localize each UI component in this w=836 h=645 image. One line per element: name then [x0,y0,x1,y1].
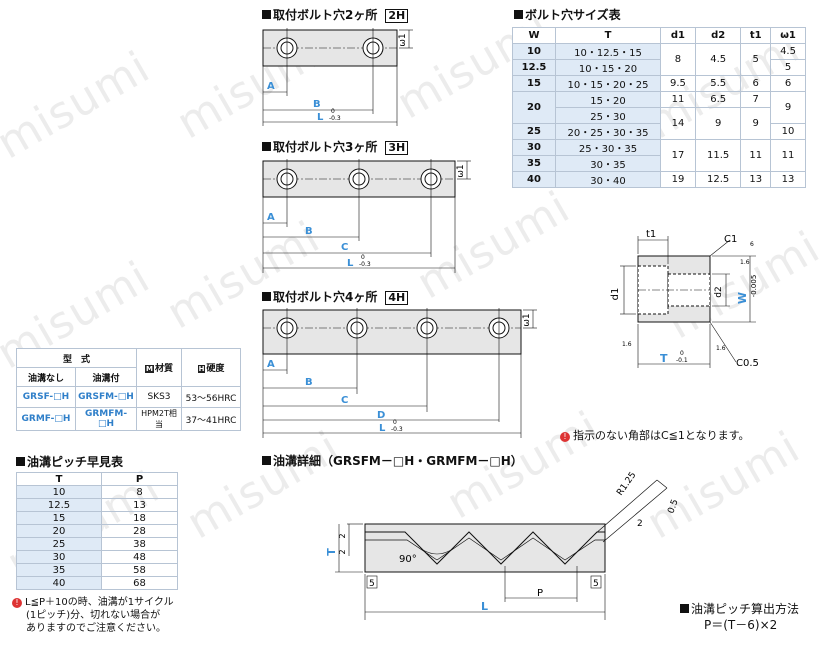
svg-text:1.6: 1.6 [740,259,750,266]
svg-text:1.6: 1.6 [716,345,726,352]
corner-note: !指示のない角部はC≦1となります。 [560,429,749,443]
svg-text:2: 2 [637,519,643,529]
svg-text:C: C [341,242,348,253]
svg-text:L: L [379,423,386,434]
h-badge-icon: H [197,365,206,373]
groove-title: 油溝詳細（GRSFM－□H・GRMFM－□H） [262,454,523,468]
svg-text:2: 2 [338,533,347,538]
holes3-diagram: ω1 A B C L 0 -0.3 [262,159,471,273]
holes4-diagram: ω1 A B C D L 0 -0.3 [262,308,537,438]
svg-text:L: L [347,258,354,269]
m-badge-icon: M [145,365,154,373]
svg-text:P: P [537,588,543,599]
note-pin-icon: ! [560,432,570,442]
note-pin-icon: ! [12,598,22,608]
svg-text:-0.005: -0.005 [750,275,758,298]
svg-text:-0.1: -0.1 [676,357,688,364]
svg-text:ω1: ω1 [456,164,466,177]
dim-w1: ω1 [398,33,408,46]
svg-text:2: 2 [338,549,347,554]
dim-l: L [317,112,324,123]
svg-text:T: T [660,352,668,365]
svg-text:D: D [377,410,385,421]
svg-text:5: 5 [593,579,599,589]
dim-b: B [313,99,321,110]
svg-text:B: B [305,226,313,237]
watermark: misumi [0,41,159,170]
bolt-size-table: W T d1 d2 t1 ω1 10 10・12.5・15 8 4.5 5 4.… [512,27,806,188]
svg-text:T: T [325,548,338,556]
svg-text:t1: t1 [646,229,656,240]
svg-text:d1: d1 [610,288,621,301]
formula-title: 油溝ピッチ算出方法 [680,602,799,616]
svg-text:5: 5 [369,579,375,589]
svg-text:A: A [267,212,275,223]
pitch-table-title: 油溝ピッチ早見表 [16,455,123,469]
svg-text:C: C [341,395,348,406]
groove-diagram: 90° T 2 2 L P 5 5 R1.25 0.5 2 [325,470,681,620]
svg-text:0: 0 [393,419,397,426]
svg-text:0: 0 [361,254,365,261]
svg-text:A: A [267,359,275,370]
svg-text:B: B [305,377,313,388]
watermark: misumi [178,421,349,550]
section-view: t1 C1 d1 d2 W -0.005 1.6 6 1.6 1.6 T 0 -… [610,229,759,369]
dim-l-tol-bot: -0.3 [329,115,341,122]
svg-text:W: W [736,292,749,304]
svg-text:R1.25: R1.25 [615,470,638,497]
svg-text:6: 6 [750,241,754,248]
formula-equation: P＝(T－6)×2 [704,618,778,632]
dim-a: A [267,81,275,92]
svg-text:C0.5: C0.5 [736,358,759,369]
svg-text:d2: d2 [714,286,724,297]
svg-text:-0.3: -0.3 [359,261,371,268]
bolt-table-title: ボルト穴サイズ表 [514,8,621,22]
svg-text:1.6: 1.6 [622,341,632,348]
svg-text:ω1: ω1 [522,313,532,326]
svg-text:0: 0 [680,350,684,357]
svg-text:0.5: 0.5 [666,498,680,515]
svg-text:C1: C1 [724,234,737,245]
dim-l-tol-top: 0 [331,108,335,115]
svg-text:90°: 90° [399,554,417,565]
svg-text:-0.3: -0.3 [391,426,403,433]
pitch-note: !L≦P＋10の時、油溝が1サイクル (1ピッチ)分、切れない場合が ありますの… [12,596,174,635]
svg-text:L: L [481,600,488,613]
holes2-diagram: ω1 A B L 0 -0.3 [262,28,413,126]
